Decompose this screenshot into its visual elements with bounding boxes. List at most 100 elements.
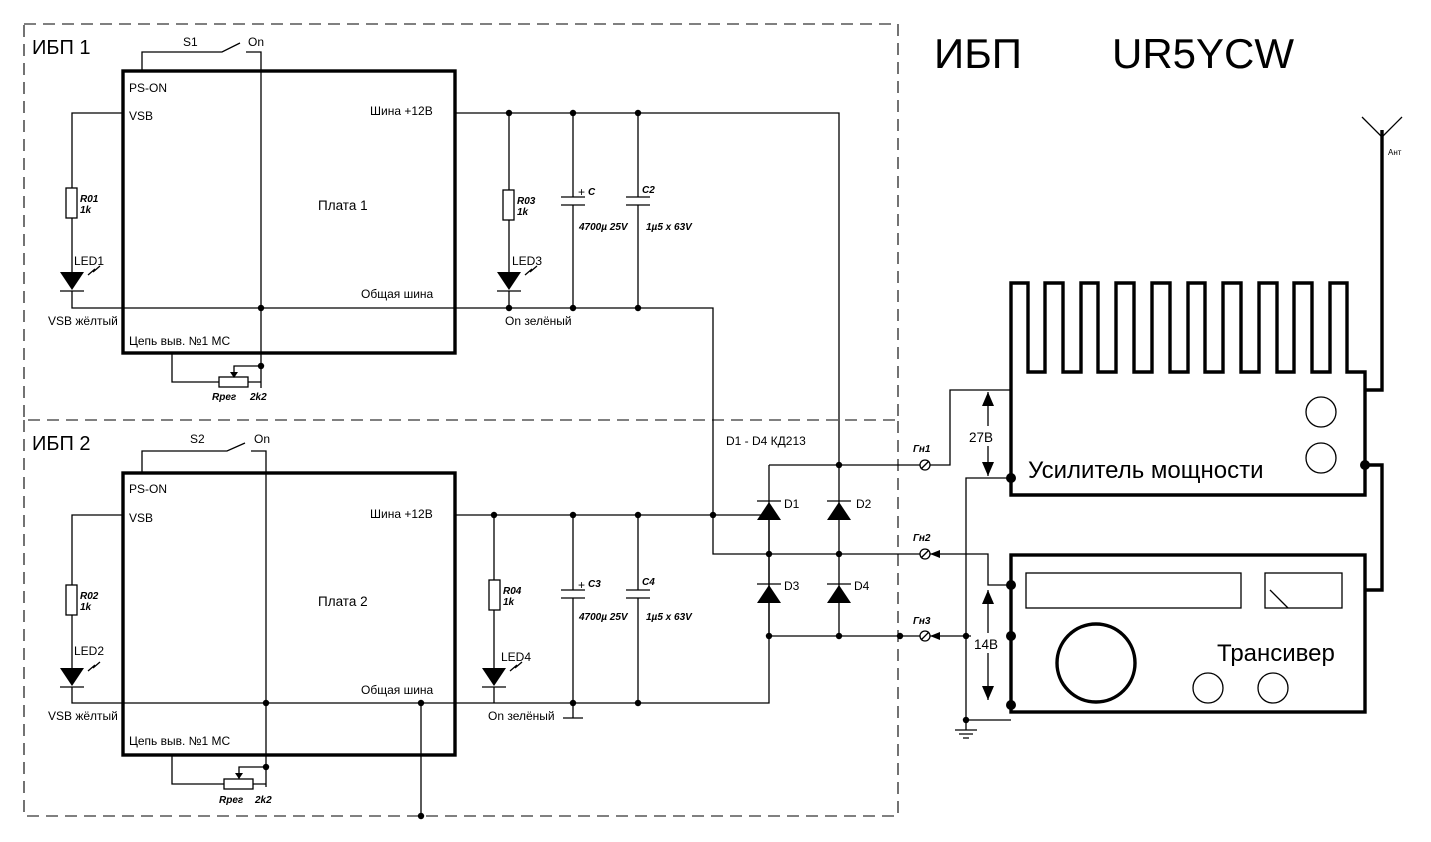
ups1-board xyxy=(121,69,457,355)
ups2-r04 xyxy=(488,579,501,611)
ups1-r03 xyxy=(502,189,515,221)
ups2-rreg-value: 2k2 xyxy=(254,795,272,806)
ups1-led1 xyxy=(60,265,101,292)
ups2-bus12: Шина +12В xyxy=(370,507,433,521)
jack-gn2 xyxy=(919,548,931,560)
ups2-common: Общая шина xyxy=(361,683,434,697)
ups2-name: ИБП 2 xyxy=(32,433,91,455)
ups2-c3-value: 4700µ 25V xyxy=(578,612,629,623)
diode-d1 xyxy=(757,500,781,520)
ups1-vsb: VSB xyxy=(129,109,153,123)
ups2-c3-label: C3 xyxy=(588,579,601,590)
page-title: ИБП xyxy=(934,30,1022,77)
ups1-r01-label: R01 xyxy=(80,194,99,205)
jack-gn3-label: Гн3 xyxy=(913,616,931,627)
ups2-rreg xyxy=(223,778,254,790)
ups2-c4-label: C4 xyxy=(642,577,655,588)
diode-d4-label: D4 xyxy=(854,579,870,593)
ups2-c4-value: 1µ5 x 63V xyxy=(646,612,693,623)
ups2-r02-value: 1k xyxy=(80,602,92,613)
ups1-mc: Цепь выв. №1 МС xyxy=(129,334,231,348)
ups2-led4 xyxy=(482,661,523,688)
trx-knob-2 xyxy=(1257,672,1289,704)
ups1-name: ИБП 1 xyxy=(32,37,91,59)
ups1-r01-value: 1k xyxy=(80,205,92,216)
jack-gn1 xyxy=(919,459,931,471)
jack-gn3 xyxy=(919,630,931,642)
amplifier-label: Усилитель мощности xyxy=(1028,457,1264,484)
ups2-c4 xyxy=(626,515,650,703)
ups1-on-color: On зелёный xyxy=(505,314,572,328)
ups1-r01 xyxy=(65,187,78,219)
ups1-c2-label: C2 xyxy=(642,185,655,196)
amplifier-heatsink xyxy=(1009,281,1367,497)
ups2-c3-plus: + xyxy=(578,578,585,592)
ups2-led2 xyxy=(60,661,101,688)
ups2-border xyxy=(23,420,899,817)
ups1-led3 xyxy=(497,265,538,292)
ups2-rreg-label: Rрег xyxy=(219,795,244,806)
ups1-rreg-value: 2k2 xyxy=(249,392,267,403)
jack-gn1-label: Гн1 xyxy=(913,444,931,455)
antenna-label: Ант xyxy=(1388,148,1402,157)
diode-d4 xyxy=(827,583,851,603)
trx-display xyxy=(1025,572,1242,609)
ups1-common: Общая шина xyxy=(361,287,434,301)
ups1-r03-value: 1k xyxy=(517,207,529,218)
ups1-ps-on: PS-ON xyxy=(129,81,167,95)
ups1-rreg-label: Rрег xyxy=(212,392,237,403)
ups2-board xyxy=(121,471,457,757)
trx-voltage: 14В xyxy=(974,637,998,652)
ups1-c-plus: + xyxy=(578,185,585,199)
trx-meter xyxy=(1264,572,1343,609)
ups2-r02 xyxy=(65,584,78,616)
ups1-c-label: C xyxy=(588,187,596,198)
transceiver-body xyxy=(1009,553,1367,714)
diode-d2-label: D2 xyxy=(856,497,872,511)
ups2-c3 xyxy=(561,515,585,719)
ups2-mc: Цепь выв. №1 МС xyxy=(129,734,231,748)
diode-d3-label: D3 xyxy=(784,579,800,593)
jack-gn2-label: Гн2 xyxy=(913,533,931,544)
ups1-board-label: Плата 1 xyxy=(318,198,368,213)
trx-vfo-knob xyxy=(1055,622,1137,704)
ups2-ps-on: PS-ON xyxy=(129,482,167,496)
ups2-led2-label: LED2 xyxy=(74,644,104,658)
amp-knob-1 xyxy=(1305,396,1337,428)
ups1-c2-value: 1µ5 x 63V xyxy=(646,222,693,233)
ups1-c2 xyxy=(626,113,650,308)
antenna-icon xyxy=(1361,116,1403,392)
ups1-c-value: 4700µ 25V xyxy=(578,222,629,233)
transceiver-label: Трансивер xyxy=(1217,640,1335,667)
ups2-led4-label: LED4 xyxy=(501,650,531,664)
ups2-board-label: Плата 2 xyxy=(318,594,368,609)
trx-knob-1 xyxy=(1192,672,1224,704)
ups1-bus12: Шина +12В xyxy=(370,104,433,118)
ups2-switch-label: S2 xyxy=(190,432,205,446)
diodes-caption: D1 - D4 КД213 xyxy=(726,434,806,448)
ups2-r02-label: R02 xyxy=(80,591,99,602)
ups1-switch xyxy=(141,42,262,388)
ups1-switch-label: S1 xyxy=(183,35,198,49)
ups2-vsb: VSB xyxy=(129,511,153,525)
ups1-led1-label: LED1 xyxy=(74,254,104,268)
amp-voltage: 27В xyxy=(969,430,993,445)
ups2-switch-on: On xyxy=(254,432,270,446)
amp-knob-2 xyxy=(1305,442,1337,474)
diode-d3 xyxy=(757,583,781,603)
ups2-r04-label: R04 xyxy=(503,586,522,597)
ups1-led3-label: LED3 xyxy=(512,254,542,268)
diode-d1-label: D1 xyxy=(784,497,800,511)
ups1-vsb-color: VSB жёлтый xyxy=(48,314,118,328)
ups1-rreg xyxy=(218,376,249,388)
callsign: UR5YCW xyxy=(1112,30,1294,77)
ups1-switch-on: On xyxy=(248,35,264,49)
ups2-on-color: On зелёный xyxy=(488,709,555,723)
ups2-r04-value: 1k xyxy=(503,597,515,608)
ups1-r03-label: R03 xyxy=(517,196,536,207)
diode-d2 xyxy=(827,500,851,520)
ups2-vsb-color: VSB жёлтый xyxy=(48,709,118,723)
ups2-switch xyxy=(141,442,267,787)
ups1-c-electrolytic xyxy=(561,113,585,308)
